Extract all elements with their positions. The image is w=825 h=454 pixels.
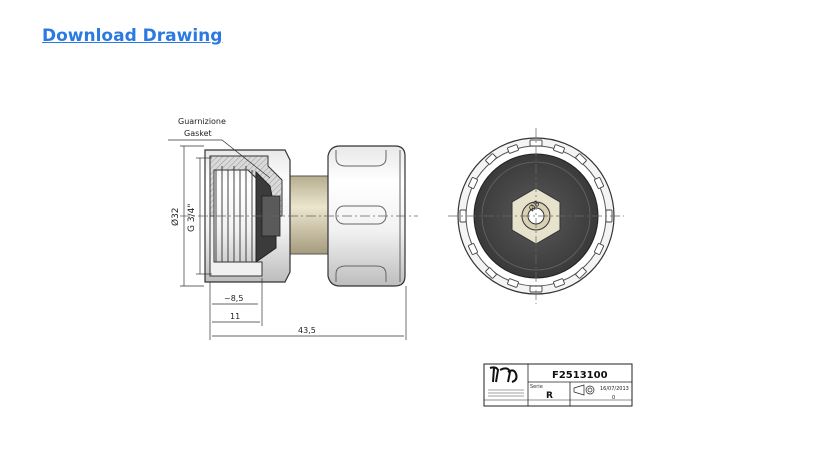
revision: R	[546, 391, 553, 401]
dim-thread: G 3/4"	[187, 204, 197, 232]
gasket-label-en: Gasket	[184, 129, 212, 138]
dim-total-length: 43,5	[298, 326, 316, 335]
projection-symbol-icon	[573, 384, 595, 396]
front-view: Ø8	[448, 128, 624, 304]
dim-thread-length: 11	[230, 312, 240, 321]
series-label: Serie	[530, 384, 543, 390]
title-block: F2513100 Serie R 16/07/2013 0	[483, 363, 633, 407]
sheet-number: 0	[612, 395, 615, 401]
dim-diameter: Ø32	[170, 207, 181, 226]
company-logo-icon	[488, 366, 524, 397]
date: 16/07/2013	[600, 386, 629, 392]
gasket-label-it: Guarnizione	[178, 117, 226, 126]
side-view: Guarnizione Gasket Ø32 G 3/4" ~8,5 11 43…	[168, 117, 418, 340]
download-drawing-link[interactable]: Download Drawing	[42, 26, 223, 46]
dim-inner-depth: ~8,5	[224, 294, 243, 303]
gasket-callout: Guarnizione Gasket	[168, 117, 271, 179]
part-code: F2513100	[552, 370, 608, 381]
